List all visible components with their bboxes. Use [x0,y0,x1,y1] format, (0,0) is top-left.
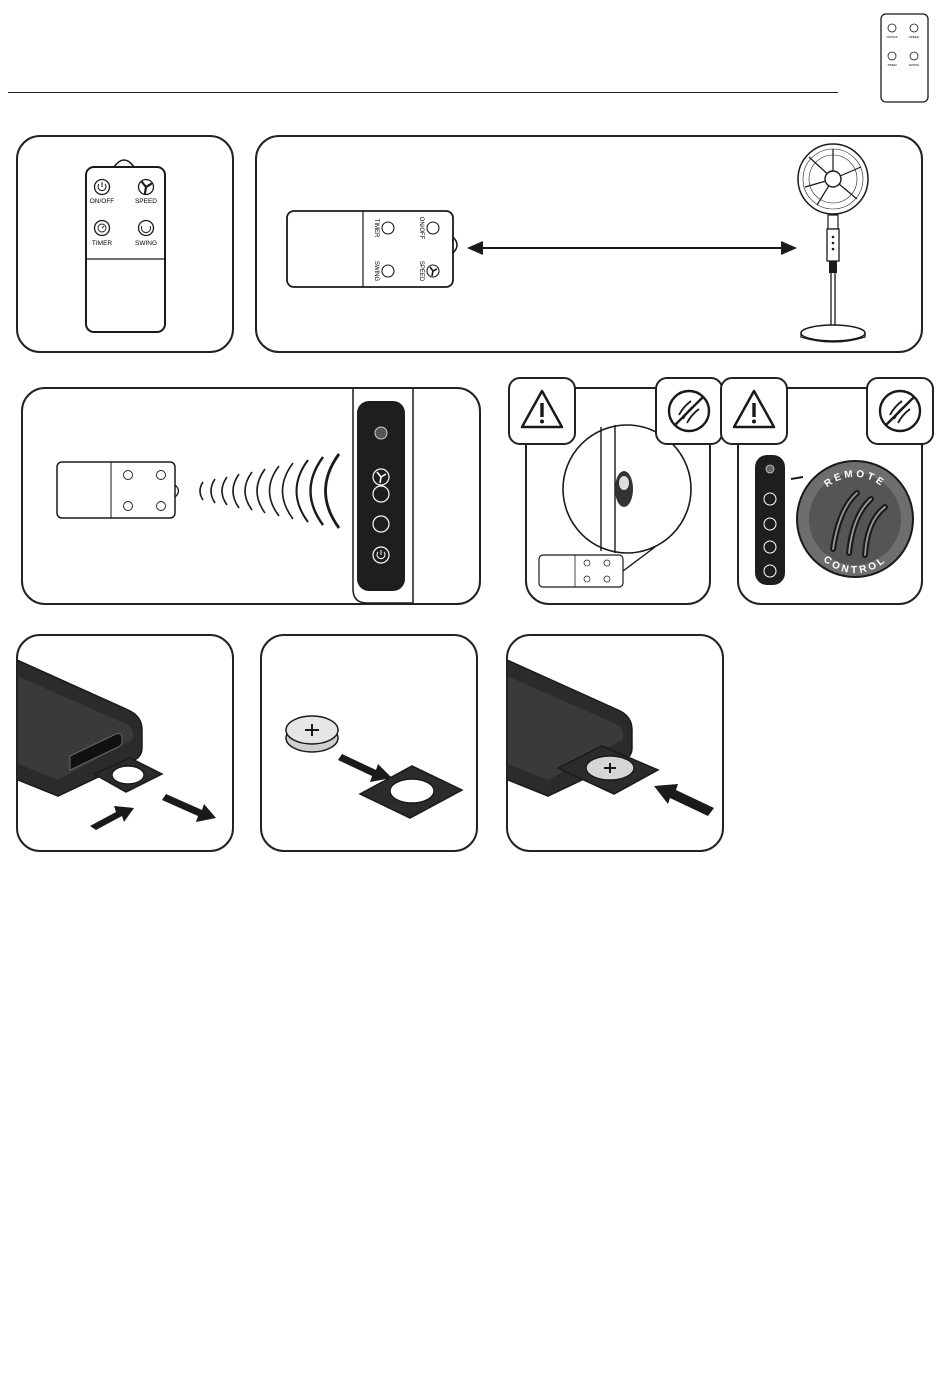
header-rule [8,92,838,93]
thumb-label-swing: SWING [909,63,920,67]
warning-triangle-icon [720,377,788,445]
pull-arrow-icon [162,794,216,822]
remote-front-drawing: ON/OFF SPEED TIMER SWING [18,137,232,351]
standing-fan-drawing [798,144,868,342]
panel-remote-range: TIMER ON/OFF SWING SPEED [255,135,923,353]
panel-remote-front: ON/OFF SPEED TIMER SWING [16,135,234,353]
thumbnail-remote-drawing: ON/OFF SPEED TIMER SWING [880,12,930,104]
distance-double-arrow [467,241,797,255]
thumb-label-on-off: ON/OFF [886,35,897,39]
remote-control-badge: REMOTE CONTROL [797,461,913,577]
small-remote-below [539,555,623,587]
push-in-arrow-icon [654,784,714,816]
side-label-on-off: ON/OFF [418,217,424,240]
label-speed: SPEED [135,198,157,205]
panel-ir-signal [21,387,481,605]
thumb-label-timer: TIMER [887,63,897,67]
fan-control-panel [353,389,413,603]
push-arrow-icon [90,806,134,830]
panel-battery-step-1 [16,634,234,852]
no-scratch-icon [866,377,934,445]
label-on-off: ON/OFF [90,198,115,205]
corner-remote-thumbnail: ON/OFF SPEED TIMER SWING [880,12,930,104]
remote-range-drawing: TIMER ON/OFF SWING SPEED [257,137,921,351]
warning-triangle-icon [508,377,576,445]
side-label-timer: TIMER [373,219,379,238]
remote-body [86,167,165,332]
sideways-remote: TIMER ON/OFF SWING SPEED [287,211,457,287]
insert-arrow-icon [338,754,392,782]
dark-control-strip [755,455,785,585]
sideways-remote-small [57,462,179,518]
ir-signal-drawing [23,389,479,603]
no-scratch-icon [655,377,723,445]
panel-battery-step-2 [260,634,478,852]
side-label-speed: SPEED [418,261,424,282]
panel-battery-step-3 [506,634,724,852]
label-swing: SWING [135,240,157,247]
battery-step-2-drawing [262,636,476,850]
battery-step-1-drawing [18,636,232,850]
label-timer: TIMER [92,240,113,247]
lanyard-loop [114,160,134,167]
thumb-label-speed: SPEED [909,35,920,39]
battery-step-3-drawing [508,636,722,850]
ir-wave-arcs [200,454,339,528]
coin-battery-icon [286,716,338,752]
side-label-swing: SWING [373,261,379,282]
